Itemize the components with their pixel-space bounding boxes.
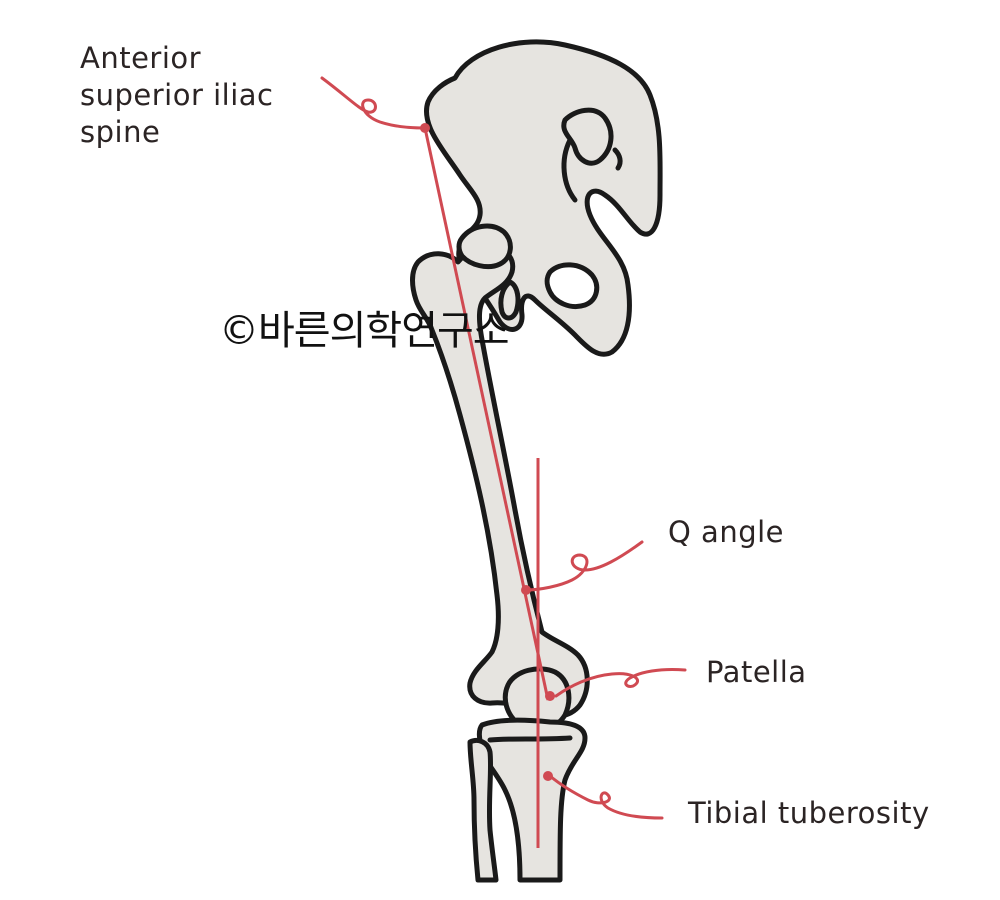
tibial-tuberosity-label: Tibial tuberosity <box>688 796 930 830</box>
copyright-watermark: ©바른의학연구소 <box>219 308 510 354</box>
femoral-head <box>456 223 513 270</box>
pelvis-wing-detail <box>561 137 578 203</box>
asis-leader <box>320 76 427 130</box>
asis-to-patella-line <box>423 127 550 701</box>
asis-label-line2: superior iliac <box>80 78 274 112</box>
q-angle-leader <box>524 540 644 592</box>
asis-label-line3: spine <box>80 115 161 149</box>
tibial-tuberosity-leader <box>548 774 664 820</box>
q-angle-label: Q angle <box>668 515 785 549</box>
lesser-trochanter <box>498 279 521 321</box>
q-angle-lines <box>423 127 550 848</box>
label-leaders <box>320 76 687 820</box>
fibula <box>467 737 499 883</box>
lower-leg <box>467 717 588 883</box>
patella-leader <box>554 668 687 698</box>
patella-dot <box>545 691 555 701</box>
asis-label: Anterior superior iliac spine <box>80 40 274 151</box>
obturator-foramen <box>544 262 600 309</box>
tibial-plateau-detail <box>487 735 573 743</box>
asis-dot <box>420 123 430 133</box>
q-angle-dot <box>521 585 531 595</box>
tibial-tuberosity-dot <box>543 771 553 781</box>
pelvis-ridge-detail <box>612 147 623 171</box>
patella-label: Patella <box>706 655 807 689</box>
asis-label-line1: Anterior <box>80 41 202 75</box>
